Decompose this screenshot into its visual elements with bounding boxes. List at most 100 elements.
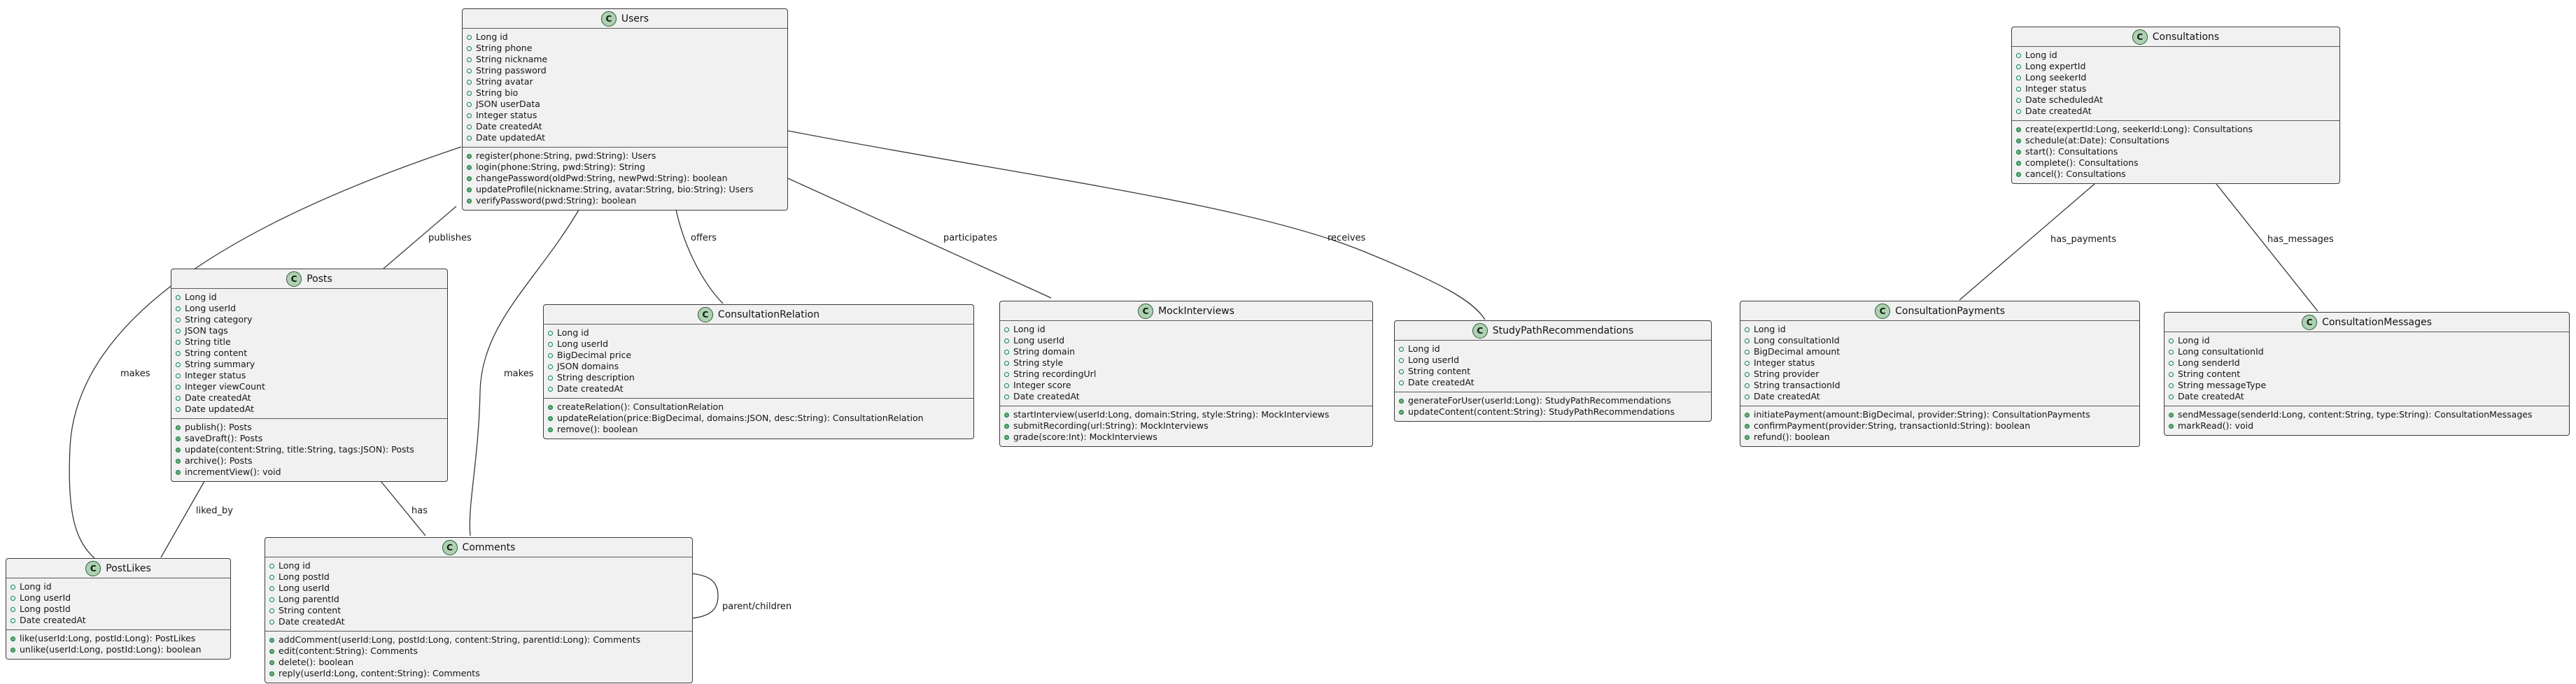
method-visibility-icon [10,636,15,641]
field-row: Date createdAt [2016,106,2334,117]
method-row: edit(content:String): Comments [269,646,687,657]
field-row: String style [1004,357,1367,369]
field-text: Long id [185,292,217,302]
method-visibility-icon [269,671,274,676]
field-row: Long userId [548,339,968,350]
field-visibility-icon [176,328,181,334]
edge-Users-Posts [383,206,457,269]
field-text: Date createdAt [2178,391,2244,401]
field-visibility-icon [176,339,181,345]
field-text: Date createdAt [279,616,345,627]
field-visibility-icon [1745,371,1750,377]
edge-Consultations-ConsultationPayments [1959,183,2095,301]
field-visibility-icon [269,574,274,580]
field-row: Long postId [10,604,225,615]
field-text: String content [279,605,342,615]
field-text: Integer status [185,370,246,380]
field-text: Long id [476,31,508,42]
field-text: Long parentId [279,594,339,604]
field-text: Long userId [557,339,609,349]
field-row: Long id [467,31,782,43]
method-text: schedule(at:Date): Consultations [2025,135,2169,145]
method-visibility-icon [176,447,181,453]
method-row: archive(): Posts [176,455,442,466]
field-visibility-icon [10,584,15,590]
field-text: Date createdAt [185,392,251,403]
method-visibility-icon [1004,412,1009,418]
field-text: String domain [1013,346,1076,357]
edge-label-offers: offers [691,233,717,243]
methods-compartment: generateForUser(userId:Long): StudyPathR… [1395,392,1711,421]
class-name: ConsultationRelation [717,308,820,320]
method-text: archive(): Posts [185,455,253,466]
field-row: Long id [269,560,687,571]
method-text: addComment(userId:Long, postId:Long, con… [279,634,641,645]
field-visibility-icon [467,34,472,40]
method-row: update(content:String, title:String, tag… [176,444,442,455]
field-text: Integer score [1013,380,1071,390]
method-visibility-icon [269,637,274,643]
edge-Users-ConsultationRelation [675,206,724,304]
method-text: edit(content:String): Comments [279,646,418,656]
field-text: Date createdAt [1408,377,1474,387]
class-name: PostLikes [106,562,151,574]
class-name: Comments [462,541,516,553]
method-text: updateContent(content:String): StudyPath… [1408,406,1675,417]
field-row: Date createdAt [1399,377,1705,388]
method-visibility-icon [269,648,274,654]
field-text: String transactionId [1754,380,1840,390]
method-visibility-icon [1004,434,1009,440]
field-row: Integer status [176,370,442,381]
field-visibility-icon [176,384,181,390]
field-visibility-icon [176,373,181,378]
method-visibility-icon [1399,398,1404,404]
methods-compartment: sendMessage(senderId:Long, content:Strin… [2165,406,2569,435]
field-visibility-icon [1004,327,1009,332]
field-text: String content [1408,366,1471,376]
field-visibility-icon [1399,369,1404,374]
field-visibility-icon [1745,349,1750,355]
field-visibility-icon [176,294,181,300]
field-text: BigDecimal price [557,350,632,360]
field-row: String domain [1004,346,1367,357]
method-row: incrementView(): void [176,466,442,478]
method-visibility-icon [269,660,274,665]
field-visibility-icon [2016,52,2021,58]
method-row: markRead(): void [2169,420,2563,432]
field-row: Integer viewCount [176,381,442,392]
field-visibility-icon [1745,338,1750,343]
field-text: Long expertId [2025,61,2086,71]
method-row: login(phone:String, pwd:String): String [467,162,782,173]
field-visibility-icon [467,90,472,96]
class-title-bar: C MockInterviews [1000,301,1372,321]
edge-Users-Comments [469,206,582,536]
class-stereotype-icon: C [697,306,713,322]
field-visibility-icon [2016,108,2021,114]
field-row: String title [176,336,442,348]
method-row: reply(userId:Long, content:String): Comm… [269,668,687,679]
method-row: updateProfile(nickname:String, avatar:St… [467,184,782,195]
class-stereotype-icon: C [1875,303,1891,319]
field-visibility-icon [176,350,181,356]
method-text: createRelation(): ConsultationRelation [557,401,724,412]
method-text: like(userId:Long, postId:Long): PostLike… [20,633,196,643]
field-text: Long userId [279,583,330,593]
field-visibility-icon [176,362,181,367]
field-text: Long consultationId [2178,346,2264,357]
field-visibility-icon [2016,97,2021,103]
method-visibility-icon [467,187,472,192]
field-text: Integer viewCount [185,381,265,392]
method-text: startInterview(userId:Long, domain:Strin… [1013,409,1330,420]
method-row: generateForUser(userId:Long): StudyPathR… [1399,395,1705,406]
field-text: String content [185,348,248,358]
field-row: Date createdAt [10,615,225,626]
method-text: unlike(userId:Long, postId:Long): boolea… [20,644,202,655]
edge-label-makes: makes [504,369,534,379]
field-text: Long userId [1013,335,1065,345]
field-row: Long userId [1399,355,1705,366]
